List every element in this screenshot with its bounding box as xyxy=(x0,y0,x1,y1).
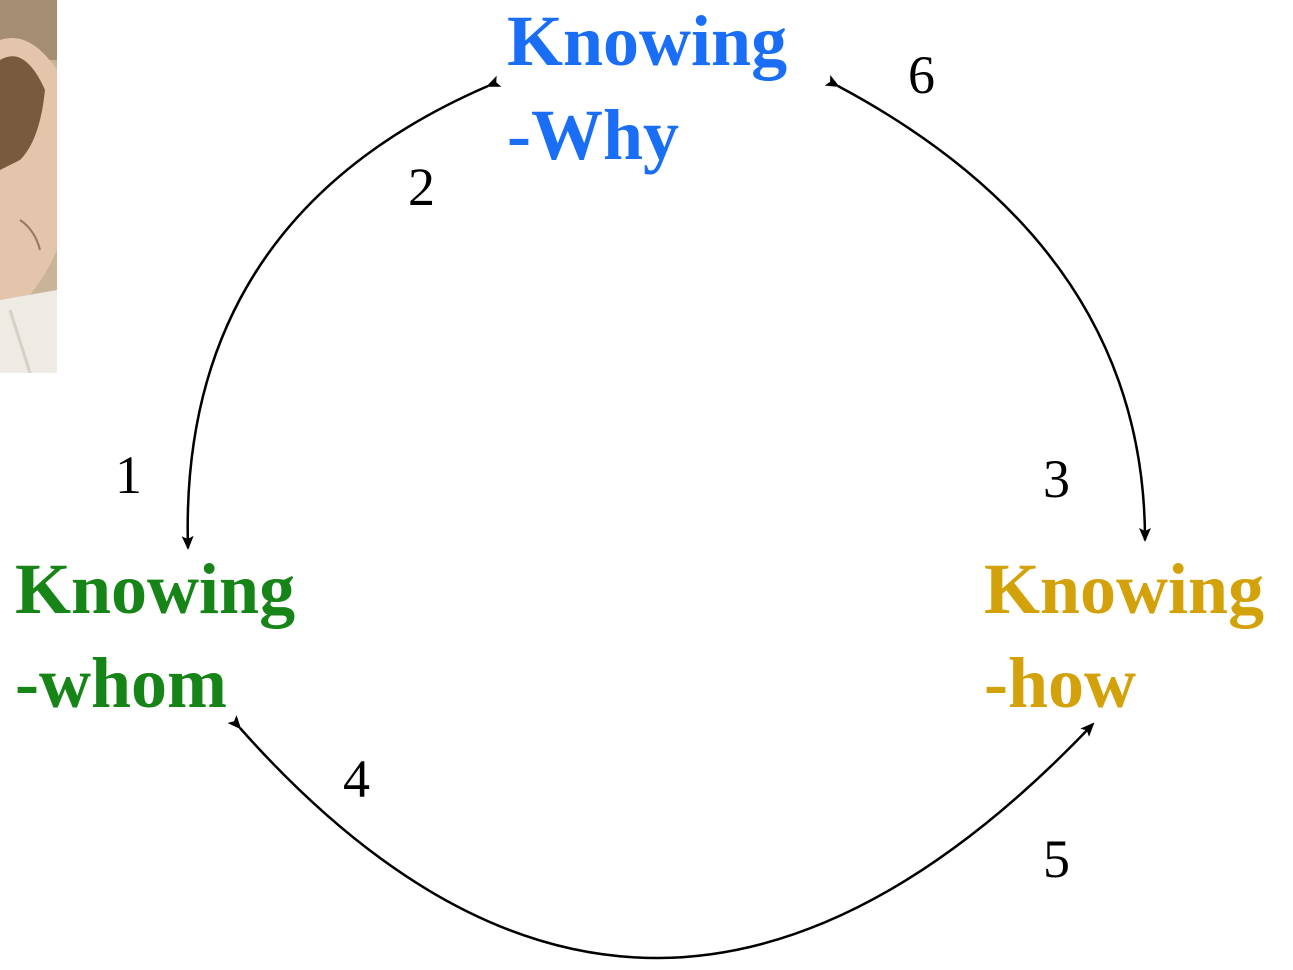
node-knowing-why-line1: Knowing xyxy=(507,1,788,81)
node-knowing-how-line1: Knowing xyxy=(984,549,1265,629)
arrow-why-whom xyxy=(181,75,502,550)
edge-label-5: 5 xyxy=(1043,829,1070,889)
edge-label-2: 2 xyxy=(408,157,435,217)
edge-label-1: 1 xyxy=(115,445,142,505)
node-knowing-how: Knowing -how xyxy=(984,542,1264,730)
node-knowing-why-line2: -Why xyxy=(507,95,680,175)
node-knowing-whom-line2: -whom xyxy=(15,643,227,723)
edge-label-4: 4 xyxy=(343,749,370,809)
person-photo xyxy=(0,0,57,373)
node-knowing-how-line2: -how xyxy=(984,643,1137,723)
arrow-whom-how xyxy=(227,715,1095,960)
node-knowing-why: Knowing -Why xyxy=(507,0,787,182)
node-knowing-whom: Knowing -whom xyxy=(15,542,295,730)
arrow-why-how xyxy=(824,75,1151,542)
edge-label-3: 3 xyxy=(1043,449,1070,509)
person-photo-image xyxy=(0,0,57,373)
node-knowing-whom-line1: Knowing xyxy=(15,549,296,629)
edge-label-6: 6 xyxy=(908,45,935,105)
